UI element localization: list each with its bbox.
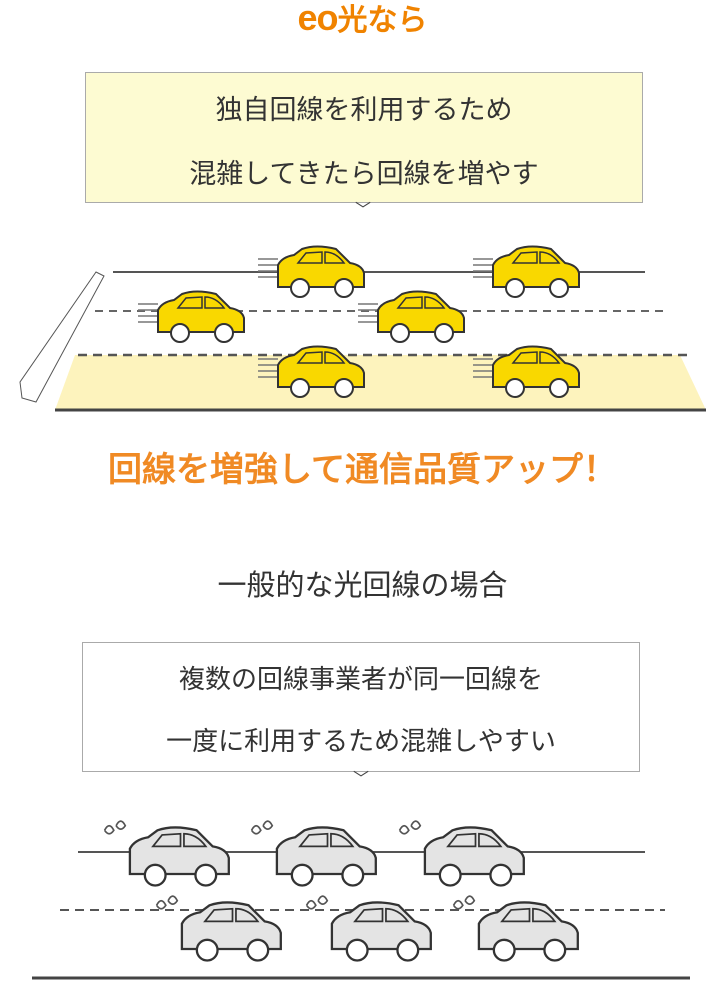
gray-car-icon <box>155 895 282 962</box>
headline: 回線を増強して通信品質アップ！ <box>108 450 617 490</box>
logo-suffix: 光なら <box>337 3 428 38</box>
added-lane-highlight <box>55 355 706 410</box>
eo-explanation-box: 独自回線を利用するため 混雑してきたら回線を増やす <box>85 72 643 203</box>
yellow-car-icon <box>358 290 465 343</box>
chevron-down-icon: ﹀ <box>353 769 370 788</box>
gray-car-icon <box>103 820 230 887</box>
yellow-car-icon <box>258 345 365 398</box>
general-explanation-box: 複数の回線事業者が同一回線を 一度に利用するため混雑しやすい <box>82 642 640 772</box>
yellow-car-icon <box>473 245 580 298</box>
gray-car-icon <box>398 820 525 887</box>
general-explanation-line1: 複数の回線事業者が同一回線を <box>178 665 543 695</box>
gray-car-icon <box>452 895 579 962</box>
general-explanation-line2: 一度に利用するため混雑しやすい <box>166 727 556 757</box>
general-title: 一般的な光回線の場合 <box>217 568 508 602</box>
yellow-car-icon <box>473 345 580 398</box>
yellow-car-icon <box>258 245 365 298</box>
gray-car-icon <box>305 895 432 962</box>
chevron-down-icon: ﹀ <box>355 200 372 219</box>
eo-logo-heading: eo光なら <box>0 0 725 39</box>
eo-explanation-line1: 独自回線を利用するため <box>215 95 513 126</box>
gray-car-icon <box>250 820 377 887</box>
expand-arrow-icon <box>19 271 105 403</box>
eo-explanation-line2: 混雑してきたら回線を増やす <box>189 159 539 190</box>
eo-logo: eo <box>297 0 338 38</box>
yellow-car-icon <box>138 290 245 343</box>
